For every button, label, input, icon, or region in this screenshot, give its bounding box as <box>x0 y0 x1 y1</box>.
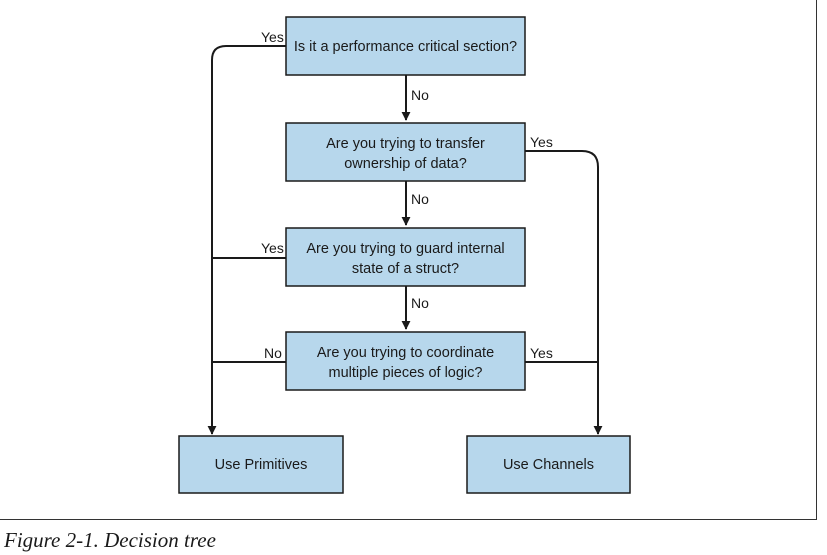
figure-frame <box>0 0 817 520</box>
label-q3-no: No <box>411 295 429 311</box>
label-q1-yes: Yes <box>261 29 284 45</box>
node-q3-line1: Are you trying to guard internal <box>306 241 504 257</box>
edge-q2-yes <box>525 150 603 435</box>
label-q4-yes: Yes <box>530 345 553 361</box>
label-q1-no: No <box>411 87 429 103</box>
node-use-channels-text: Use Channels <box>503 457 594 473</box>
label-q2-yes: Yes <box>530 134 553 150</box>
figure-caption: Figure 2-1. Decision tree <box>4 528 216 552</box>
connectors <box>207 45 603 435</box>
node-use-primitives: Use Primitives <box>178 435 344 494</box>
label-q2-no: No <box>411 191 429 207</box>
node-q2-line2: ownership of data? <box>344 156 467 172</box>
node-q3-line2: state of a struct? <box>352 261 459 277</box>
node-q1: Is it a performance critical section? <box>285 16 526 76</box>
edge-q1-yes <box>207 45 286 435</box>
node-q4-line1: Are you trying to coordinate <box>317 345 494 361</box>
node-q4: Are you trying to coordinate multiple pi… <box>285 331 526 391</box>
node-use-channels: Use Channels <box>466 435 631 494</box>
node-q3: Are you trying to guard internal state o… <box>285 227 526 287</box>
node-q2: Are you trying to transfer ownership of … <box>285 122 526 182</box>
node-q1-text: Is it a performance critical section? <box>294 39 517 55</box>
node-use-primitives-text: Use Primitives <box>215 457 308 473</box>
label-q4-no: No <box>264 345 282 361</box>
edge-labels: Yes No Yes No Yes No No Yes <box>261 29 553 361</box>
node-q4-line2: multiple pieces of logic? <box>329 365 483 381</box>
node-q2-line1: Are you trying to transfer <box>326 136 485 152</box>
label-q3-yes: Yes <box>261 240 284 256</box>
